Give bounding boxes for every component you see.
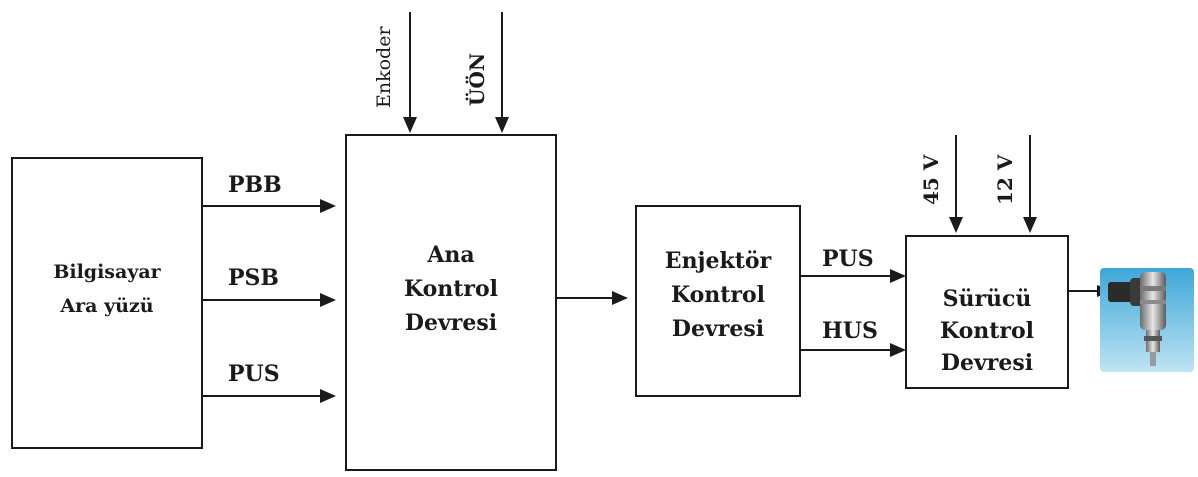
pc-interface-block: Bilgisayar Ara yüzü (12, 158, 202, 448)
injector-control-block: Enjektör Kontrol Devresi (636, 206, 800, 396)
v12-label: 12 V (993, 154, 1017, 205)
injector-control-label-line3: Devresi (672, 316, 764, 342)
v45-label: 45 V (919, 154, 943, 205)
pc-interface-label-line1: Bilgisayar (53, 261, 161, 283)
pus-out-label: PUS (822, 246, 874, 272)
encoder-arrow (403, 12, 417, 133)
uon-arrow (495, 12, 509, 133)
pbb-label: PBB (228, 172, 282, 198)
driver-control-label-line2: Kontrol (940, 318, 1034, 344)
psb-label: PSB (228, 265, 279, 291)
v45-arrow (949, 135, 963, 233)
injector-control-label-line2: Kontrol (671, 282, 765, 308)
main-control-label-line2: Kontrol (404, 276, 498, 302)
main-control-label-line1: Ana (426, 242, 474, 268)
encoder-label: Enkoder (373, 26, 395, 108)
pbb-arrow (202, 199, 336, 213)
pc-interface-label-line2: Ara yüzü (59, 295, 153, 317)
hus-arrow (800, 343, 906, 357)
driver-control-label-line3: Devresi (941, 350, 1033, 376)
driver-control-block: Sürücü Kontrol Devresi (906, 236, 1068, 388)
v12-arrow (1023, 135, 1037, 233)
driver-control-label-line1: Sürücü (943, 286, 1032, 312)
psb-arrow (202, 293, 336, 307)
pus-in-label: PUS (228, 361, 280, 387)
fuel-injector-icon (1100, 268, 1194, 372)
main-control-label-line3: Devresi (405, 310, 497, 336)
injector-control-label-line1: Enjektör (665, 248, 772, 274)
uon-label: ÜÖN (464, 53, 489, 106)
hus-label: HUS (822, 318, 878, 344)
pus-in-arrow (202, 389, 336, 403)
main-to-injector-arrow (556, 291, 628, 305)
main-control-block: Ana Kontrol Devresi (346, 135, 556, 470)
